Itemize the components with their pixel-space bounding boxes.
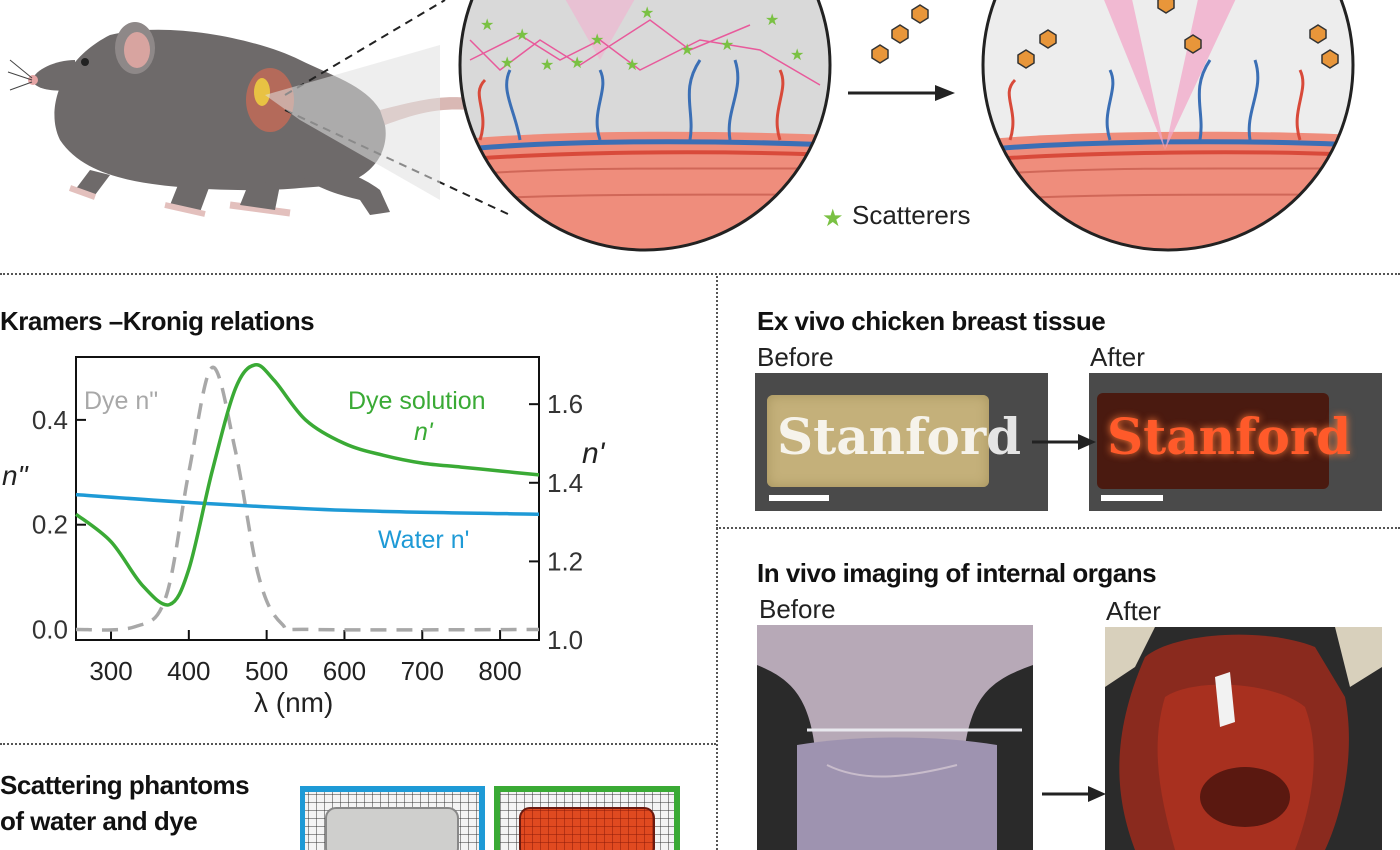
series-line-dye-absorption bbox=[75, 365, 540, 632]
right-y-tick-label: 1.0 bbox=[547, 625, 583, 655]
x-ticks: 300 400 500 600 700 800 bbox=[89, 630, 522, 686]
svg-text:★: ★ bbox=[480, 17, 494, 34]
svg-text:★: ★ bbox=[720, 37, 734, 54]
svg-text:★: ★ bbox=[680, 42, 694, 59]
invivo-after-label: After bbox=[1106, 596, 1161, 626]
plot-frame bbox=[75, 356, 540, 641]
left-y-tick-label: 0.0 bbox=[32, 615, 68, 645]
invivo-title: In vivo imaging of internal organs bbox=[757, 558, 1157, 588]
svg-text:★: ★ bbox=[590, 32, 604, 49]
series-line-water bbox=[75, 492, 540, 516]
stanford-text-before: Stanford bbox=[777, 407, 1022, 466]
water-phantom bbox=[300, 786, 485, 850]
divider-vertical bbox=[716, 276, 718, 850]
divider-left-bottom bbox=[0, 743, 716, 745]
svg-text:★: ★ bbox=[570, 55, 584, 72]
right-y-tick-label: 1.2 bbox=[547, 546, 583, 576]
svg-text:★: ★ bbox=[790, 47, 804, 64]
dye-phantom bbox=[494, 786, 680, 850]
series-label-water: Water n' bbox=[378, 526, 469, 554]
top-illustration: ★★ ★★ ★★ ★★ ★★ ★★ ★ bbox=[7, 0, 1355, 252]
chicken-title: Ex vivo chicken breast tissue bbox=[757, 306, 1106, 336]
svg-text:★: ★ bbox=[640, 5, 654, 22]
svg-text:★: ★ bbox=[625, 57, 639, 74]
phantom-title-line2: of water and dye bbox=[0, 806, 198, 836]
svg-text:★: ★ bbox=[540, 57, 554, 74]
left-y-tick-label: 0.4 bbox=[32, 405, 68, 435]
series-label-dye-solution-line1: Dye solution bbox=[348, 387, 486, 415]
scattering-circle-after bbox=[981, 0, 1355, 252]
y-axis-label-left: n" bbox=[2, 460, 29, 491]
kk-relations-title: Kramers –Kronig relations bbox=[0, 306, 315, 336]
scale-bar-after bbox=[1101, 495, 1163, 501]
invivo-after-photo bbox=[1105, 627, 1382, 850]
x-tick-label: 400 bbox=[167, 656, 210, 686]
x-tick-label: 300 bbox=[89, 656, 132, 686]
x-tick-label: 600 bbox=[323, 656, 366, 686]
mouse-illustration bbox=[7, 22, 470, 217]
svg-text:★: ★ bbox=[515, 27, 529, 44]
phantom-images bbox=[300, 786, 680, 850]
scatterer-legend-star-icon: ★ bbox=[822, 205, 844, 232]
x-tick-label: 700 bbox=[401, 656, 444, 686]
scale-bar-before bbox=[769, 495, 829, 501]
divider-top bbox=[0, 273, 1400, 275]
series-line-dye-solution bbox=[74, 363, 540, 607]
chicken-before-photo: Stanford bbox=[755, 373, 1048, 511]
right-y-tick-label: 1.6 bbox=[547, 389, 583, 419]
left-y-tick-label: 0.2 bbox=[32, 510, 68, 540]
chicken-arrow bbox=[1032, 434, 1096, 450]
scattering-circle-before: ★★ ★★ ★★ ★★ ★★ ★★ bbox=[458, 0, 832, 252]
invivo-arrow bbox=[1042, 786, 1106, 802]
svg-text:★: ★ bbox=[765, 12, 779, 29]
invivo-before-photo bbox=[757, 625, 1033, 850]
chicken-after-label: After bbox=[1090, 342, 1145, 372]
x-tick-label: 800 bbox=[478, 656, 521, 686]
scatterer-stars: ★★ ★★ ★★ ★★ ★★ ★★ bbox=[480, 5, 804, 74]
invivo-before-label: Before bbox=[759, 594, 836, 624]
stanford-text-after: Stanford bbox=[1107, 407, 1352, 466]
chicken-before-label: Before bbox=[757, 342, 834, 372]
right-y-tick-label: 1.4 bbox=[547, 468, 583, 498]
svg-text:★: ★ bbox=[500, 55, 514, 72]
phantom-title-line1: Scattering phantoms bbox=[0, 770, 250, 800]
scatterers-legend-label: Scatterers bbox=[852, 200, 971, 230]
x-tick-label: 500 bbox=[245, 656, 288, 686]
right-y-ticks: 1.0 1.2 1.4 1.6 bbox=[529, 389, 583, 655]
series-label-dye-absorption: Dye n" bbox=[84, 387, 158, 415]
series-label-dye-solution-line2: n' bbox=[414, 418, 434, 446]
left-y-ticks: 0.0 0.2 0.4 bbox=[32, 405, 86, 645]
x-axis-label: λ (nm) bbox=[254, 687, 333, 718]
dye-molecule bbox=[871, 4, 929, 64]
chicken-after-photo: Stanford bbox=[1089, 373, 1382, 511]
divider-right-middle bbox=[716, 527, 1400, 529]
y-axis-label-right: n' bbox=[582, 437, 606, 470]
